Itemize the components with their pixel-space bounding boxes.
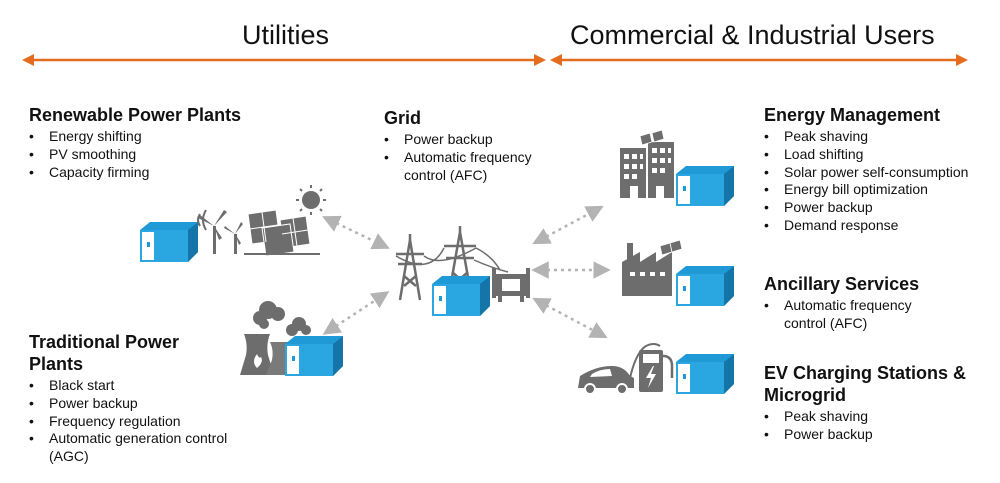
- ev-section: EV Charging Stations & Microgrid Peak sh…: [764, 362, 984, 444]
- factory-icon: [622, 239, 734, 306]
- building-icon: [620, 129, 734, 206]
- list-item: Power backup: [764, 426, 984, 444]
- traditional-plant-icon: [240, 301, 343, 376]
- list-item: Demand response: [764, 217, 996, 235]
- list-item: Power backup: [29, 395, 244, 413]
- list-item: Energy bill optimization: [764, 181, 996, 199]
- dotted-connectors: [322, 205, 611, 339]
- utilities-header: Utilities: [242, 20, 330, 50]
- grid-section: Grid Power backup Automatic frequency co…: [384, 107, 554, 184]
- ev-title: EV Charging Stations & Microgrid: [764, 363, 967, 405]
- list-item: Peak shaving: [764, 128, 996, 146]
- grid-transformer-icon: [492, 268, 530, 302]
- list-item: Power backup: [384, 131, 554, 149]
- grid-title: Grid: [384, 108, 422, 128]
- list-item: Peak shaving: [764, 408, 984, 426]
- list-item: Load shifting: [764, 146, 996, 164]
- ev-charging-icon: [578, 343, 734, 395]
- energy-management-section: Energy Management Peak shaving Load shif…: [764, 104, 996, 235]
- renewable-section: Renewable Power Plants Energy shifting P…: [29, 104, 289, 181]
- list-item: Solar power self-consumption: [764, 164, 996, 182]
- commercial-industrial-header: Commercial & Industrial Users: [570, 20, 935, 50]
- list-item: Automatic generation control (AGC): [29, 430, 244, 466]
- list-item: PV smoothing: [29, 146, 289, 164]
- energy-management-title: Energy Management: [764, 105, 941, 125]
- list-item: Capacity firming: [29, 164, 289, 182]
- list-item: Automatic frequency control (AFC): [764, 297, 939, 333]
- renewable-plant-icon: [140, 185, 326, 262]
- traditional-section: Traditional Power Plants Black start Pow…: [29, 331, 244, 466]
- list-item: Energy shifting: [29, 128, 289, 146]
- ancillary-title: Ancillary Services: [764, 274, 920, 294]
- renewable-title: Renewable Power Plants: [29, 105, 242, 125]
- ancillary-section: Ancillary Services Automatic frequency c…: [764, 273, 939, 333]
- utilities-span-arrow: [22, 54, 546, 66]
- list-item: Power backup: [764, 199, 996, 217]
- commercial-span-arrow: [550, 54, 968, 66]
- list-item: Black start: [29, 377, 244, 395]
- traditional-title: Traditional Power Plants: [29, 332, 180, 374]
- grid-storage-container-icon: [432, 276, 490, 316]
- list-item: Automatic frequency control (AFC): [384, 149, 554, 185]
- list-item: Frequency regulation: [29, 413, 244, 431]
